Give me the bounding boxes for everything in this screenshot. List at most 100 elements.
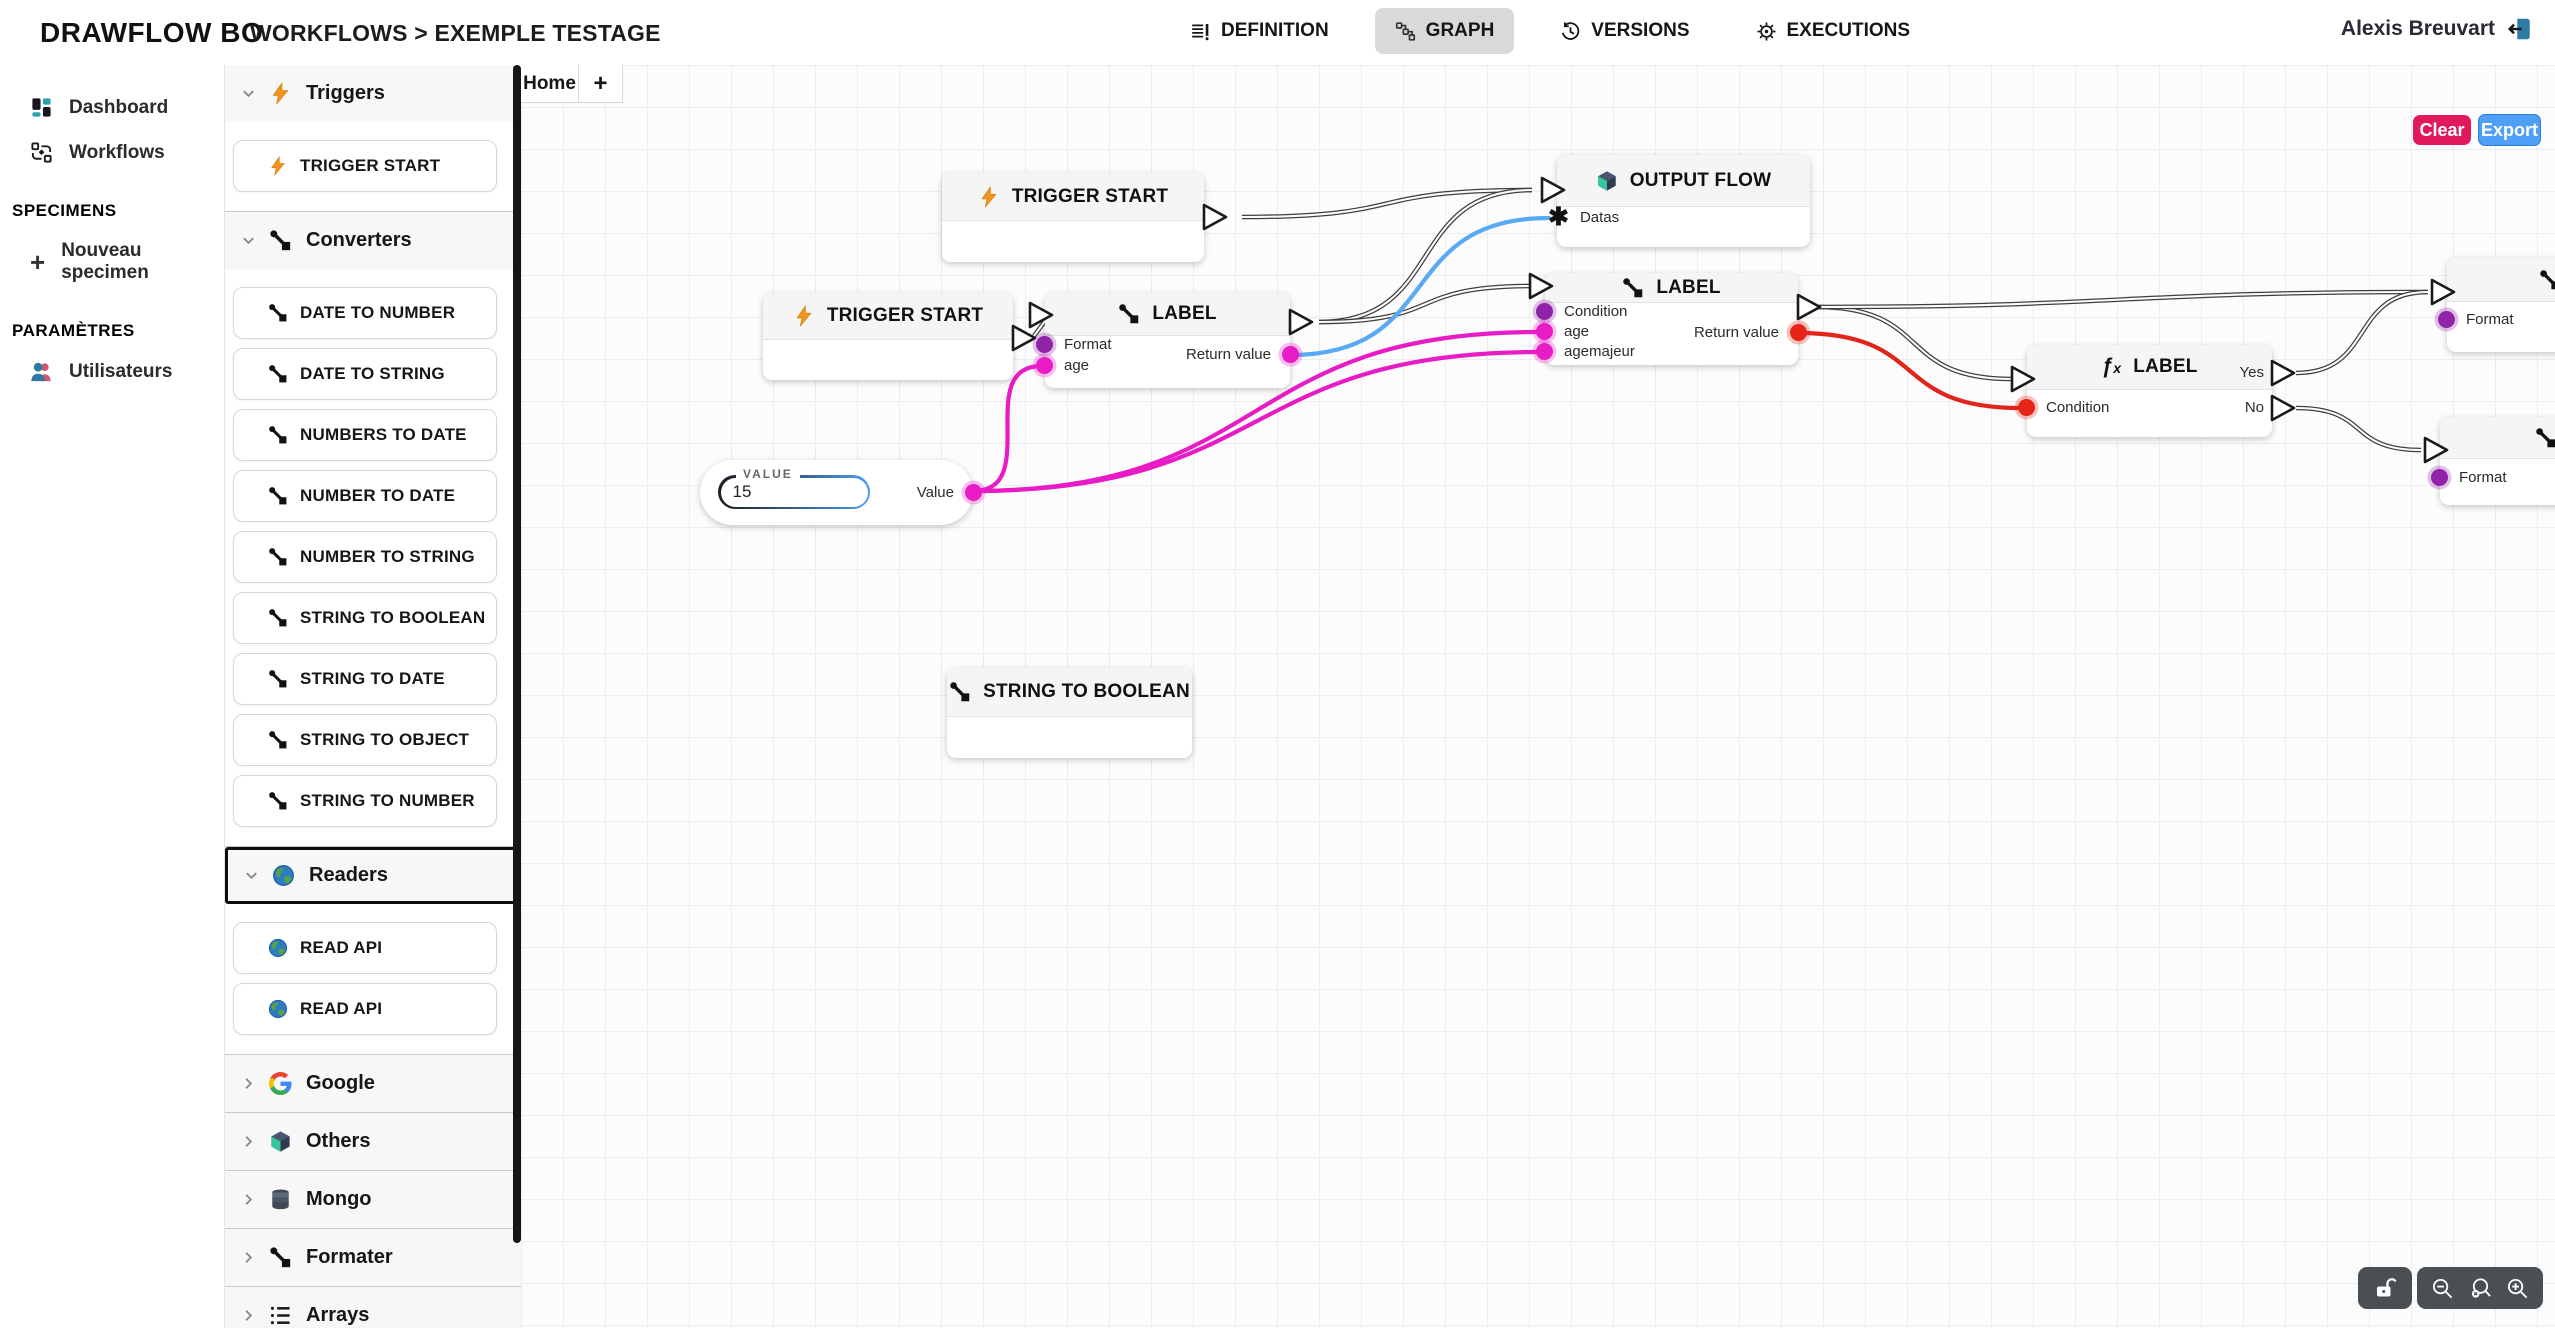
node-input-flow[interactable] — [2010, 364, 2036, 399]
zoom-out-button[interactable] — [2431, 1277, 2454, 1300]
palette-section-header-triggers[interactable]: Triggers — [225, 65, 521, 122]
flow-connector-triangle[interactable] — [1540, 175, 1566, 205]
sidebar-item-nouveau-specimen[interactable]: +Nouveau specimen — [0, 229, 224, 295]
node-input-flow[interactable] — [1028, 300, 1054, 335]
flow-connector-triangle[interactable] — [2270, 393, 2296, 423]
workflow-node-rightnode2[interactable]: Format — [2423, 417, 2555, 505]
flow-connector-triangle[interactable] — [2423, 435, 2449, 465]
value-input[interactable] — [720, 477, 868, 507]
workflow-node-outputflow[interactable]: OUTPUT FLOW✱Datas — [1540, 155, 1810, 247]
workflow-node-trigger1[interactable]: TRIGGER START — [942, 173, 1228, 262]
palette-node-read-api[interactable]: READ API — [233, 983, 497, 1035]
converter-icon — [2536, 427, 2555, 447]
input-port-dot[interactable] — [2018, 399, 2035, 416]
nav-tab-versions[interactable]: VERSIONS — [1540, 8, 1709, 54]
export-button[interactable]: Export — [2478, 114, 2541, 146]
cube-icon — [1598, 170, 1616, 191]
flow-connector-triangle[interactable] — [2270, 358, 2296, 388]
node-output-flow[interactable] — [1288, 307, 1314, 342]
output-port-dot[interactable] — [965, 483, 982, 501]
flow-connector-triangle[interactable] — [2430, 277, 2456, 307]
lock-toggle-button[interactable] — [2358, 1267, 2412, 1309]
palette-node-string-to-boolean[interactable]: STRING TO BOOLEAN — [233, 592, 497, 644]
workflow-node-rightnode1[interactable]: Format — [2430, 258, 2555, 352]
flow-connector-triangle[interactable] — [1796, 292, 1822, 322]
palette-section-header-arrays[interactable]: Arrays — [225, 1287, 521, 1328]
converter-icon — [270, 1247, 291, 1268]
node-output-flow[interactable] — [2270, 358, 2296, 393]
node-output-flow[interactable] — [1796, 292, 1822, 327]
input-port-dot[interactable] — [1036, 336, 1053, 353]
chevron-down-icon — [242, 90, 254, 98]
palette-node-number-to-date[interactable]: NUMBER TO DATE — [233, 470, 497, 522]
input-port-dot[interactable] — [1536, 343, 1553, 360]
node-input-flow[interactable] — [2430, 277, 2456, 312]
workflow-node-value[interactable]: VALUE Value — [700, 460, 982, 525]
nav-tab-executions[interactable]: EXECUTIONS — [1736, 8, 1931, 54]
flow-connector-triangle[interactable] — [2010, 364, 2036, 394]
palette-node-date-to-string[interactable]: DATE TO STRING — [233, 348, 497, 400]
input-port-dot[interactable] — [2431, 469, 2448, 486]
palette-node-number-to-string[interactable]: NUMBER TO STRING — [233, 531, 497, 583]
converter-icon — [269, 792, 287, 810]
converter-icon — [270, 230, 291, 251]
workflow-node-stringtobool[interactable]: STRING TO BOOLEAN — [947, 668, 1192, 758]
node-title: TRIGGER START — [826, 305, 984, 326]
flow-connector-triangle[interactable] — [1288, 307, 1314, 337]
flow-connector-triangle[interactable] — [1202, 202, 1228, 232]
nav-tab-label: DEFINITION — [1221, 20, 1329, 41]
nav-tab-definition[interactable]: DEFINITION — [1170, 8, 1349, 54]
palette-node-numbers-to-date[interactable]: NUMBERS TO DATE — [233, 409, 497, 461]
zoom-in-button[interactable] — [2506, 1277, 2529, 1300]
flow-connector-triangle[interactable] — [1028, 300, 1054, 330]
port-label: Value — [916, 483, 954, 501]
palette-node-string-to-number[interactable]: STRING TO NUMBER — [233, 775, 497, 827]
palette-section-header-readers[interactable]: Readers — [225, 847, 521, 904]
zoom-reset-button[interactable] — [2469, 1277, 2492, 1300]
node-input-flow[interactable] — [1528, 271, 1554, 306]
palette-section-header-converters[interactable]: Converters — [225, 212, 521, 269]
node-header: OUTPUT FLOW — [1557, 155, 1810, 207]
output-port-dot[interactable] — [1282, 346, 1299, 363]
sidebar-item-dashboard[interactable]: Dashboard — [0, 85, 224, 130]
input-port-dot[interactable] — [2438, 311, 2455, 328]
lightning-icon — [981, 186, 997, 207]
input-port-dot[interactable] — [1536, 323, 1553, 340]
palette-section-header-mongo[interactable]: Mongo — [225, 1171, 521, 1228]
sidebar-item-workflows[interactable]: Workflows — [0, 130, 224, 175]
palette-section-header-others[interactable]: Others — [225, 1113, 521, 1170]
node-output-flow[interactable] — [2270, 393, 2296, 428]
palette-scrollbar[interactable] — [513, 65, 521, 1243]
palette-node-read-api[interactable]: READ API — [233, 922, 497, 974]
palette-node-date-to-number[interactable]: DATE TO NUMBER — [233, 287, 497, 339]
asterisk-port[interactable]: ✱ — [1548, 203, 1569, 231]
palette-node-trigger-start[interactable]: TRIGGER START — [233, 140, 497, 192]
zoom-in-icon — [2507, 1278, 2527, 1298]
wire-gray-core — [1241, 188, 1533, 219]
flow-connector-triangle[interactable] — [1528, 271, 1554, 301]
workflow-node-trigger2[interactable]: TRIGGER START — [763, 293, 1037, 380]
nav-tab-graph[interactable]: GRAPH — [1374, 8, 1515, 54]
palette-section-header-google[interactable]: Google — [225, 1055, 521, 1112]
chevron-down-icon — [242, 237, 254, 245]
node-output-flow[interactable] — [1202, 202, 1228, 237]
palette-node-string-to-date[interactable]: STRING TO DATE — [233, 653, 497, 705]
node-input-flow[interactable] — [2423, 435, 2449, 470]
palette-section-header-formater[interactable]: Formater — [225, 1229, 521, 1286]
clear-button[interactable]: Clear — [2413, 115, 2471, 145]
node-input-flow[interactable] — [1540, 175, 1566, 210]
logout-icon — [2507, 18, 2530, 40]
palette-node-string-to-object[interactable]: STRING TO OBJECT — [233, 714, 497, 766]
sidebar-item-utilisateurs[interactable]: Utilisateurs — [0, 349, 224, 394]
canvas-tab-home[interactable]: Home — [521, 65, 579, 103]
input-port-dot[interactable] — [1036, 357, 1053, 374]
canvas-tab-add[interactable]: + — [579, 65, 623, 103]
logout-icon[interactable] — [2507, 16, 2533, 42]
palette-items: READ API READ API — [225, 904, 521, 1054]
